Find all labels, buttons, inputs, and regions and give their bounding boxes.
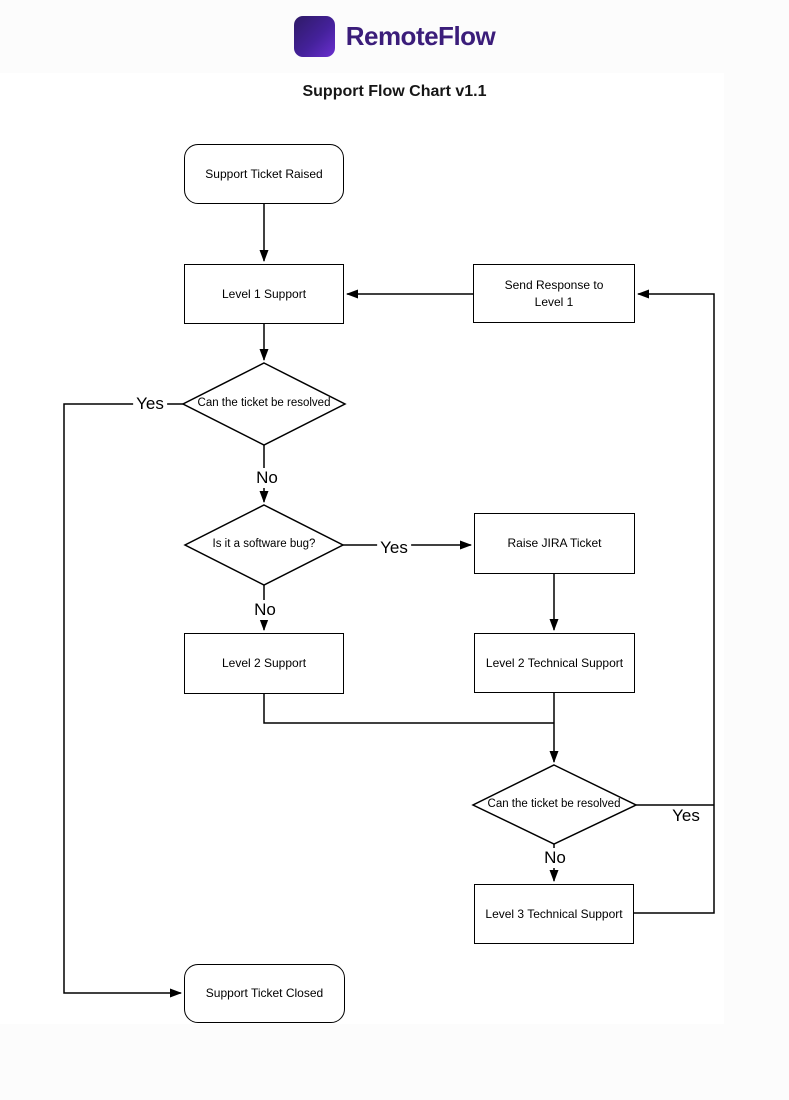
decision-3-yes-label: Yes	[669, 806, 703, 826]
brand-name: RemoteFlow	[345, 21, 496, 51]
edge-level3-to-sendresponse	[634, 289, 715, 914]
page-title: Support Flow Chart v1.1	[302, 83, 487, 100]
remoteflow-logo-icon	[293, 16, 335, 57]
node-level-1-support: Level 1 Support	[184, 264, 344, 324]
decision-1-shape	[181, 362, 347, 446]
decision-1-no-label: No	[253, 468, 281, 488]
decision-2-no-label: No	[251, 600, 279, 620]
node-level-3-technical-support: Level 3 Technical Support	[474, 884, 634, 944]
node-level-2-technical-support: Level 2 Technical Support	[474, 633, 635, 693]
node-send-response-to-level-1: Send Response to Level 1	[473, 264, 635, 323]
node-support-ticket-raised: Support Ticket Raised	[184, 144, 344, 204]
header: RemoteFlow	[0, 0, 789, 73]
decision-1-yes-label: Yes	[133, 394, 167, 414]
decision-2-yes-label: Yes	[377, 538, 411, 558]
node-support-ticket-closed: Support Ticket Closed	[184, 964, 345, 1023]
edge-level2-merge	[263, 694, 554, 724]
flow-glyph-icon	[306, 27, 322, 44]
decision-3-no-label: No	[541, 848, 569, 868]
decision-2-shape	[183, 504, 345, 586]
node-raise-jira-ticket: Raise JIRA Ticket	[474, 513, 635, 574]
decision-3-shape	[471, 764, 638, 845]
node-level-2-support: Level 2 Support	[184, 633, 344, 694]
edge-decision1-yes-to-closed	[63, 403, 183, 998]
